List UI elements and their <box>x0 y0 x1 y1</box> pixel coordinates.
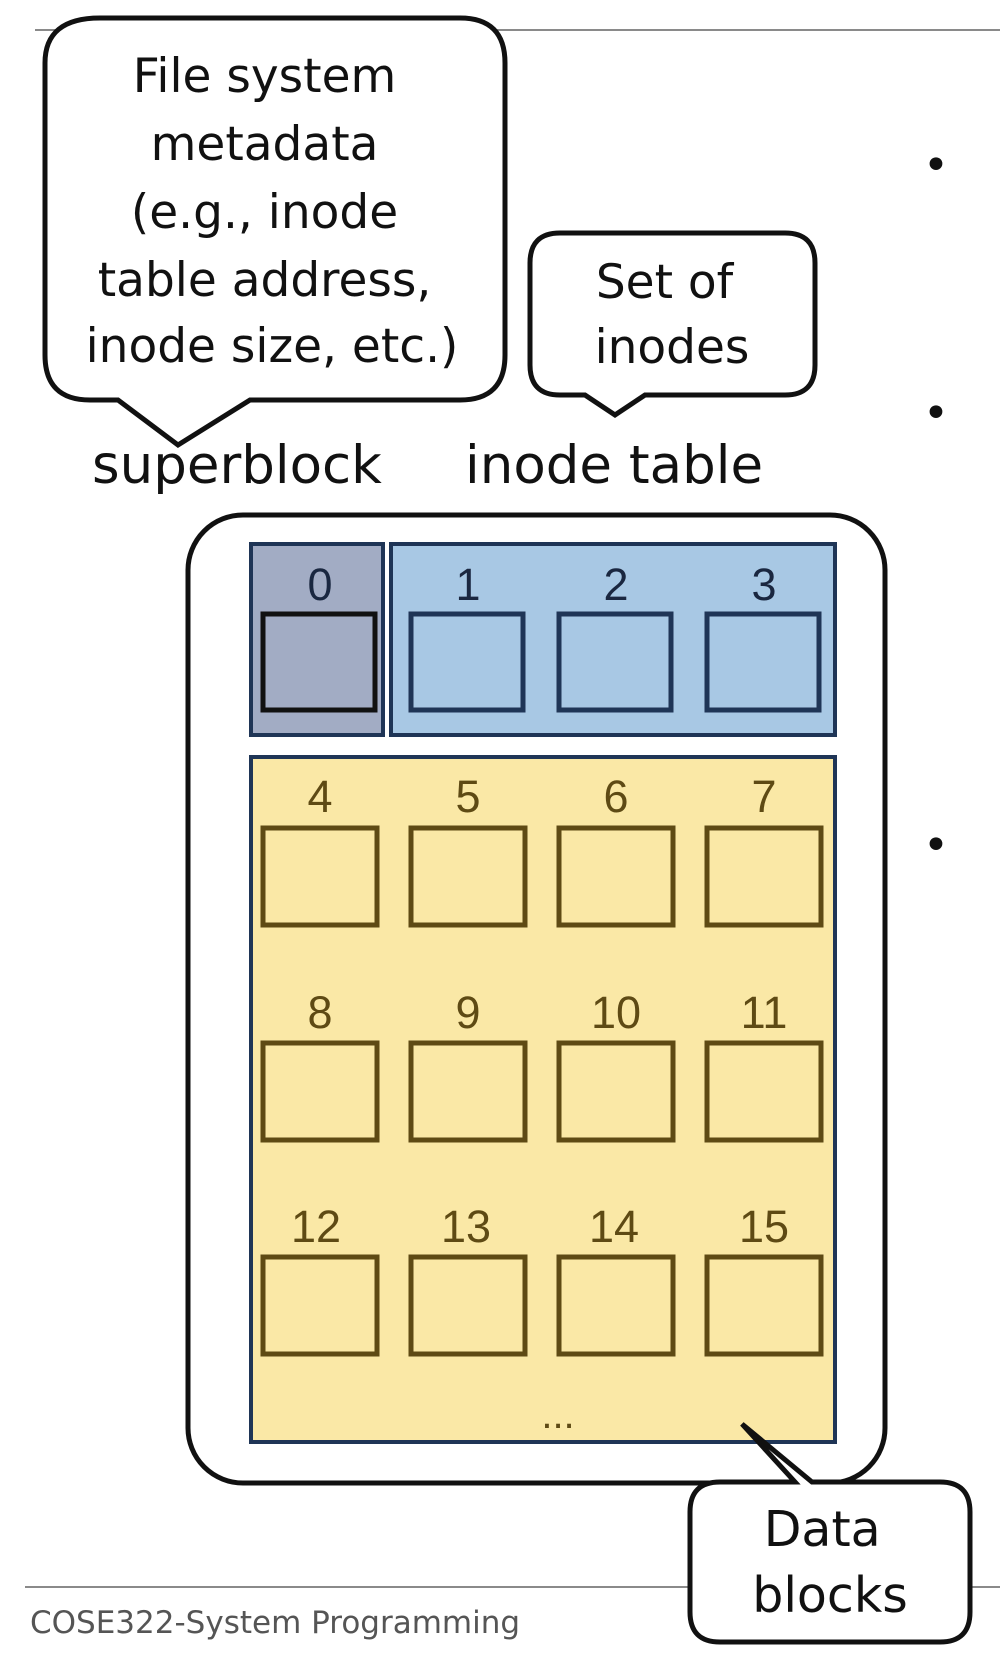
block-number: 11 <box>741 987 788 1038</box>
inode-region <box>389 542 837 737</box>
ellipsis: ... <box>541 1393 574 1437</box>
block-number: 9 <box>455 987 480 1038</box>
block-number: 14 <box>589 1201 639 1252</box>
bullet-marker: • <box>923 388 949 439</box>
block-14: 14 <box>556 1201 676 1357</box>
block-12: 12 <box>260 1201 380 1357</box>
block-box <box>408 611 526 713</box>
superblock-callout <box>42 15 508 449</box>
superblock-callout-line: table address, <box>98 253 432 308</box>
data-blocks-callout-text: Data blocks <box>752 1501 908 1624</box>
inode-callout-line: Set of <box>596 255 735 310</box>
block-number: 10 <box>591 987 641 1038</box>
block-box <box>556 611 674 713</box>
bullet-marker: • <box>923 140 949 191</box>
block-8: 8 <box>260 987 380 1143</box>
inode-callout <box>527 230 818 419</box>
inode-callout-text: Set of inodes <box>595 255 750 375</box>
data-region <box>249 755 837 1444</box>
block-box <box>556 825 676 928</box>
block-0: 0 <box>260 559 378 713</box>
block-number: 4 <box>307 771 332 822</box>
block-box <box>260 611 378 713</box>
block-5: 5 <box>408 771 528 928</box>
block-number: 15 <box>739 1201 789 1252</box>
block-box <box>556 1254 676 1357</box>
block-number: 1 <box>455 559 480 610</box>
block-2: 2 <box>556 559 674 713</box>
block-number: 8 <box>307 987 332 1038</box>
block-box <box>704 611 822 713</box>
block-7: 7 <box>704 771 824 928</box>
block-11: 11 <box>704 987 824 1143</box>
block-number: 0 <box>307 559 332 610</box>
inode-callout-line: inodes <box>595 320 750 375</box>
block-3: 3 <box>704 559 822 713</box>
block-box <box>408 1254 528 1357</box>
block-box <box>556 1040 676 1143</box>
block-13: 13 <box>408 1201 528 1357</box>
block-number: 2 <box>603 559 628 610</box>
data-blocks-callout-line: blocks <box>752 1567 908 1624</box>
superblock-callout-line: File system <box>133 49 397 104</box>
superblock-callout-line: inode size, etc.) <box>86 319 459 374</box>
block-1: 1 <box>408 559 526 713</box>
block-box <box>408 825 528 928</box>
superblock-callout-line: metadata <box>151 117 379 172</box>
block-number: 6 <box>603 771 628 822</box>
data-blocks-callout-line: Data <box>764 1501 881 1558</box>
block-box <box>260 825 380 928</box>
block-10: 10 <box>556 987 676 1143</box>
block-box <box>704 1254 824 1357</box>
block-number: 3 <box>751 559 776 610</box>
block-6: 6 <box>556 771 676 928</box>
block-box <box>260 1254 380 1357</box>
block-box <box>704 825 824 928</box>
block-number: 13 <box>441 1201 491 1252</box>
block-15: 15 <box>704 1201 824 1357</box>
superblock-label: superblock <box>92 435 382 496</box>
block-number: 7 <box>751 771 776 822</box>
block-9: 9 <box>408 987 528 1143</box>
superblock-region <box>249 542 385 737</box>
superblock-callout-text: File system metadata (e.g., inode table … <box>86 49 459 374</box>
bullet-marker: • <box>923 820 949 871</box>
data-blocks-callout <box>687 1422 973 1645</box>
block-box <box>260 1040 380 1143</box>
footer-course-title: COSE322-System Programming <box>30 1605 520 1641</box>
inode-table-label: inode table <box>465 435 763 496</box>
block-4: 4 <box>260 771 380 928</box>
block-number: 12 <box>291 1201 341 1252</box>
block-box <box>408 1040 528 1143</box>
block-number: 5 <box>455 771 480 822</box>
block-box <box>704 1040 824 1143</box>
superblock-callout-line: (e.g., inode <box>131 185 398 240</box>
